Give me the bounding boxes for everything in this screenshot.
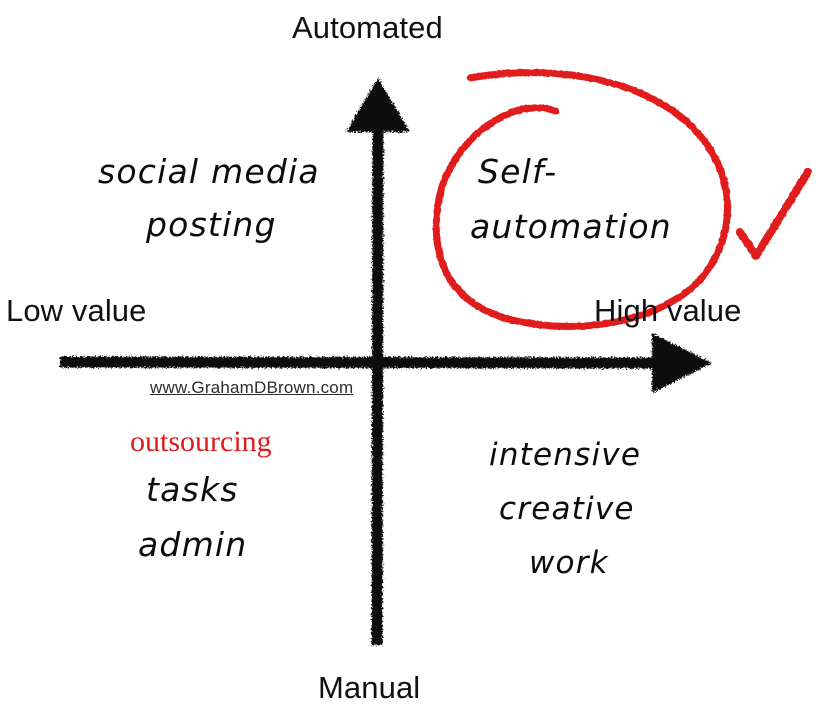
quadrant-top-left-line1: social media (98, 152, 320, 191)
quadrant-top-right: Self- automation (470, 152, 672, 246)
quadrant-bottom-right-line1: intensive (489, 437, 642, 473)
quadrant-bottom-left-highlight: outsourcing (130, 425, 272, 458)
axis-label-bottom: Manual (318, 670, 421, 705)
quadrant-top-right-line2: automation (470, 207, 672, 246)
axis-label-top: Automated (292, 10, 443, 45)
quadrant-bottom-left-line2: tasks (146, 470, 239, 509)
watermark-url: www.GrahamDBrown.com (150, 378, 354, 397)
axis-label-left: Low value (6, 293, 147, 328)
quadrant-top-left-line2: posting (146, 205, 277, 244)
quadrant-bottom-left-line3: admin (138, 525, 248, 564)
quadrant-bottom-right: intensive creative work (489, 437, 641, 581)
quadrant-bottom-right-line2: creative (499, 491, 635, 527)
quadrant-bottom-right-line3: work (529, 545, 609, 581)
red-check-mark (736, 168, 812, 260)
quadrant-bottom-left: tasks admin (138, 470, 247, 564)
quadrant-top-right-line1: Self- (478, 152, 558, 191)
quadrant-top-left: social media posting (98, 152, 320, 244)
axis-label-right: High value (594, 293, 742, 328)
